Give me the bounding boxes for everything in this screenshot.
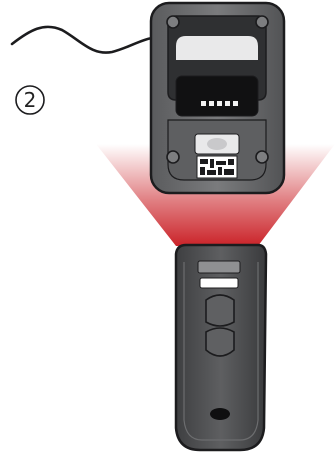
scan-button-upper [206, 295, 234, 326]
charging-cradle-icon [151, 3, 284, 193]
handheld-scanner-icon [176, 245, 266, 450]
scan-button-lower [206, 328, 234, 356]
2d-barcode-icon [197, 156, 237, 178]
usb-cable [12, 27, 152, 53]
